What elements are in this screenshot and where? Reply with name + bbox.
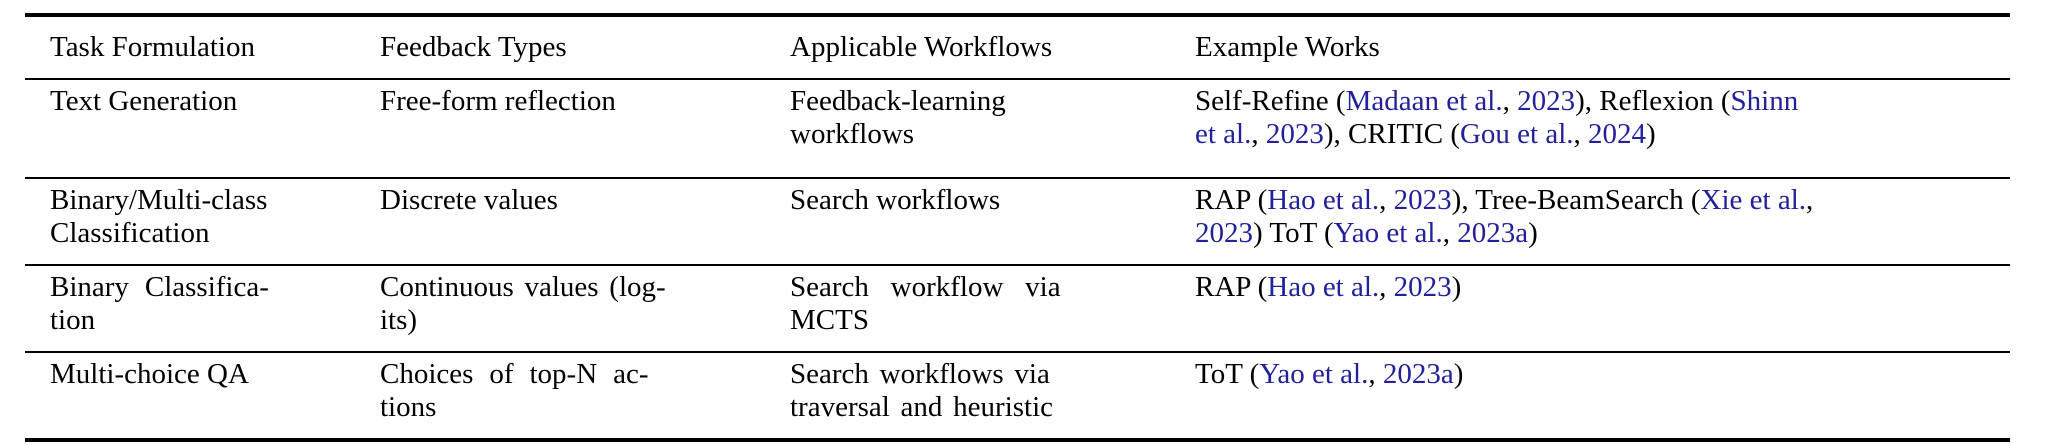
table-header-row: Task Formulation Feedback Types Applicab… (25, 15, 2010, 80)
text-segment: , (1368, 358, 1383, 390)
column-header-applicable-workflows: Applicable Workflows (765, 15, 1170, 80)
column-header-feedback-types: Feedback Types (355, 15, 765, 80)
cell-task-binary-classification: Binary Classifica- tion (50, 271, 269, 336)
citation-link[interactable]: 2024 (1588, 118, 1647, 150)
cell-feedback-top-n-choices: Choices of top-N ac- tions (380, 358, 649, 423)
text-segment: ) (1528, 217, 1538, 249)
table-row: Binary Classifica- tion Continuous value… (25, 265, 2010, 352)
text-segment: ), Tree-BeamSearch ( (1451, 184, 1701, 216)
citation-link[interactable]: 2023 (1393, 184, 1452, 216)
text-segment: ) (1451, 271, 1462, 303)
text-segment: RAP ( (1195, 271, 1268, 303)
text-segment: , (1379, 184, 1394, 216)
text-segment: RAP ( (1195, 184, 1268, 216)
cell-feedback-continuous: Continuous values (log- its) (380, 271, 666, 336)
text-segment: , (1379, 271, 1394, 303)
column-header-task-formulation: Task Formulation (25, 15, 355, 80)
cell-task-binary-multiclass: Binary/Multi-class Classification (50, 184, 268, 249)
citation-link[interactable]: Hao et al. (1267, 184, 1380, 216)
citation-link[interactable]: 2023 (1517, 85, 1576, 117)
text-segment: ) ToT ( (1253, 217, 1334, 249)
citation-link[interactable]: 2023 (1265, 118, 1324, 150)
citation-link[interactable]: 2023 (1393, 271, 1452, 303)
citation-link[interactable]: Gou et al. (1459, 118, 1574, 150)
text-segment: ), CRITIC ( (1323, 118, 1460, 150)
table-row: Text Generation Free-form reflection Fee… (25, 79, 2010, 178)
citation-link[interactable]: Xie et al. (1700, 184, 1806, 216)
column-header-example-works: Example Works (1170, 15, 2010, 80)
cell-examples-row2: RAP (Hao et al., 2023), Tree-BeamSearch … (1170, 178, 2010, 265)
citation-link[interactable]: Shinn et al. (1195, 85, 1799, 150)
citation-link[interactable]: Yao et al. (1259, 358, 1369, 390)
cell-workflows-search: Search workflows (790, 184, 1001, 216)
table-row: Binary/Multi-class Classification Discre… (25, 178, 2010, 265)
text-segment: , (1251, 118, 1266, 150)
text-segment: Self-Refine ( (1195, 85, 1346, 117)
text-segment: , (1442, 217, 1458, 249)
citation-link[interactable]: Yao et al. (1333, 217, 1443, 249)
cell-examples-row1: Self-Refine (Madaan et al., 2023), Refle… (1170, 79, 2010, 178)
text-segment: ) (1646, 118, 1656, 150)
cell-workflows-feedback-learning: Feedback-learning workflows (790, 85, 1006, 150)
cell-examples-row3: RAP (Hao et al., 2023) (1170, 265, 2010, 352)
text-segment: , (1502, 85, 1518, 117)
text-segment: ) (1453, 358, 1464, 390)
text-segment: , (1806, 184, 1814, 216)
citation-link[interactable]: 2023a (1382, 358, 1454, 390)
cell-feedback-free-form: Free-form reflection (380, 85, 616, 117)
cell-feedback-discrete: Discrete values (380, 184, 558, 216)
cell-workflows-traversal-heuristic: Search workflows via traversal and heuri… (790, 358, 1054, 423)
cell-task-multichoice-qa: Multi-choice QA (50, 358, 249, 390)
cell-examples-row4: ToT (Yao et al., 2023a) (1170, 352, 2010, 440)
task-formulation-table: Task Formulation Feedback Types Applicab… (25, 13, 2010, 442)
cell-task-text-generation: Text Generation (50, 85, 238, 117)
citation-link[interactable]: Hao et al. (1267, 271, 1380, 303)
table-row: Multi-choice QA Choices of top-N ac- tio… (25, 352, 2010, 440)
citation-link[interactable]: 2023a (1457, 217, 1529, 249)
text-segment: ), Reflexion ( (1575, 85, 1731, 117)
citation-link[interactable]: Madaan et al. (1345, 85, 1503, 117)
text-segment: ToT ( (1195, 358, 1260, 390)
text-segment: , (1573, 118, 1589, 150)
cell-workflows-mcts: Search workflow via MCTS (790, 271, 1061, 336)
citation-link[interactable]: 2023 (1195, 217, 1253, 249)
